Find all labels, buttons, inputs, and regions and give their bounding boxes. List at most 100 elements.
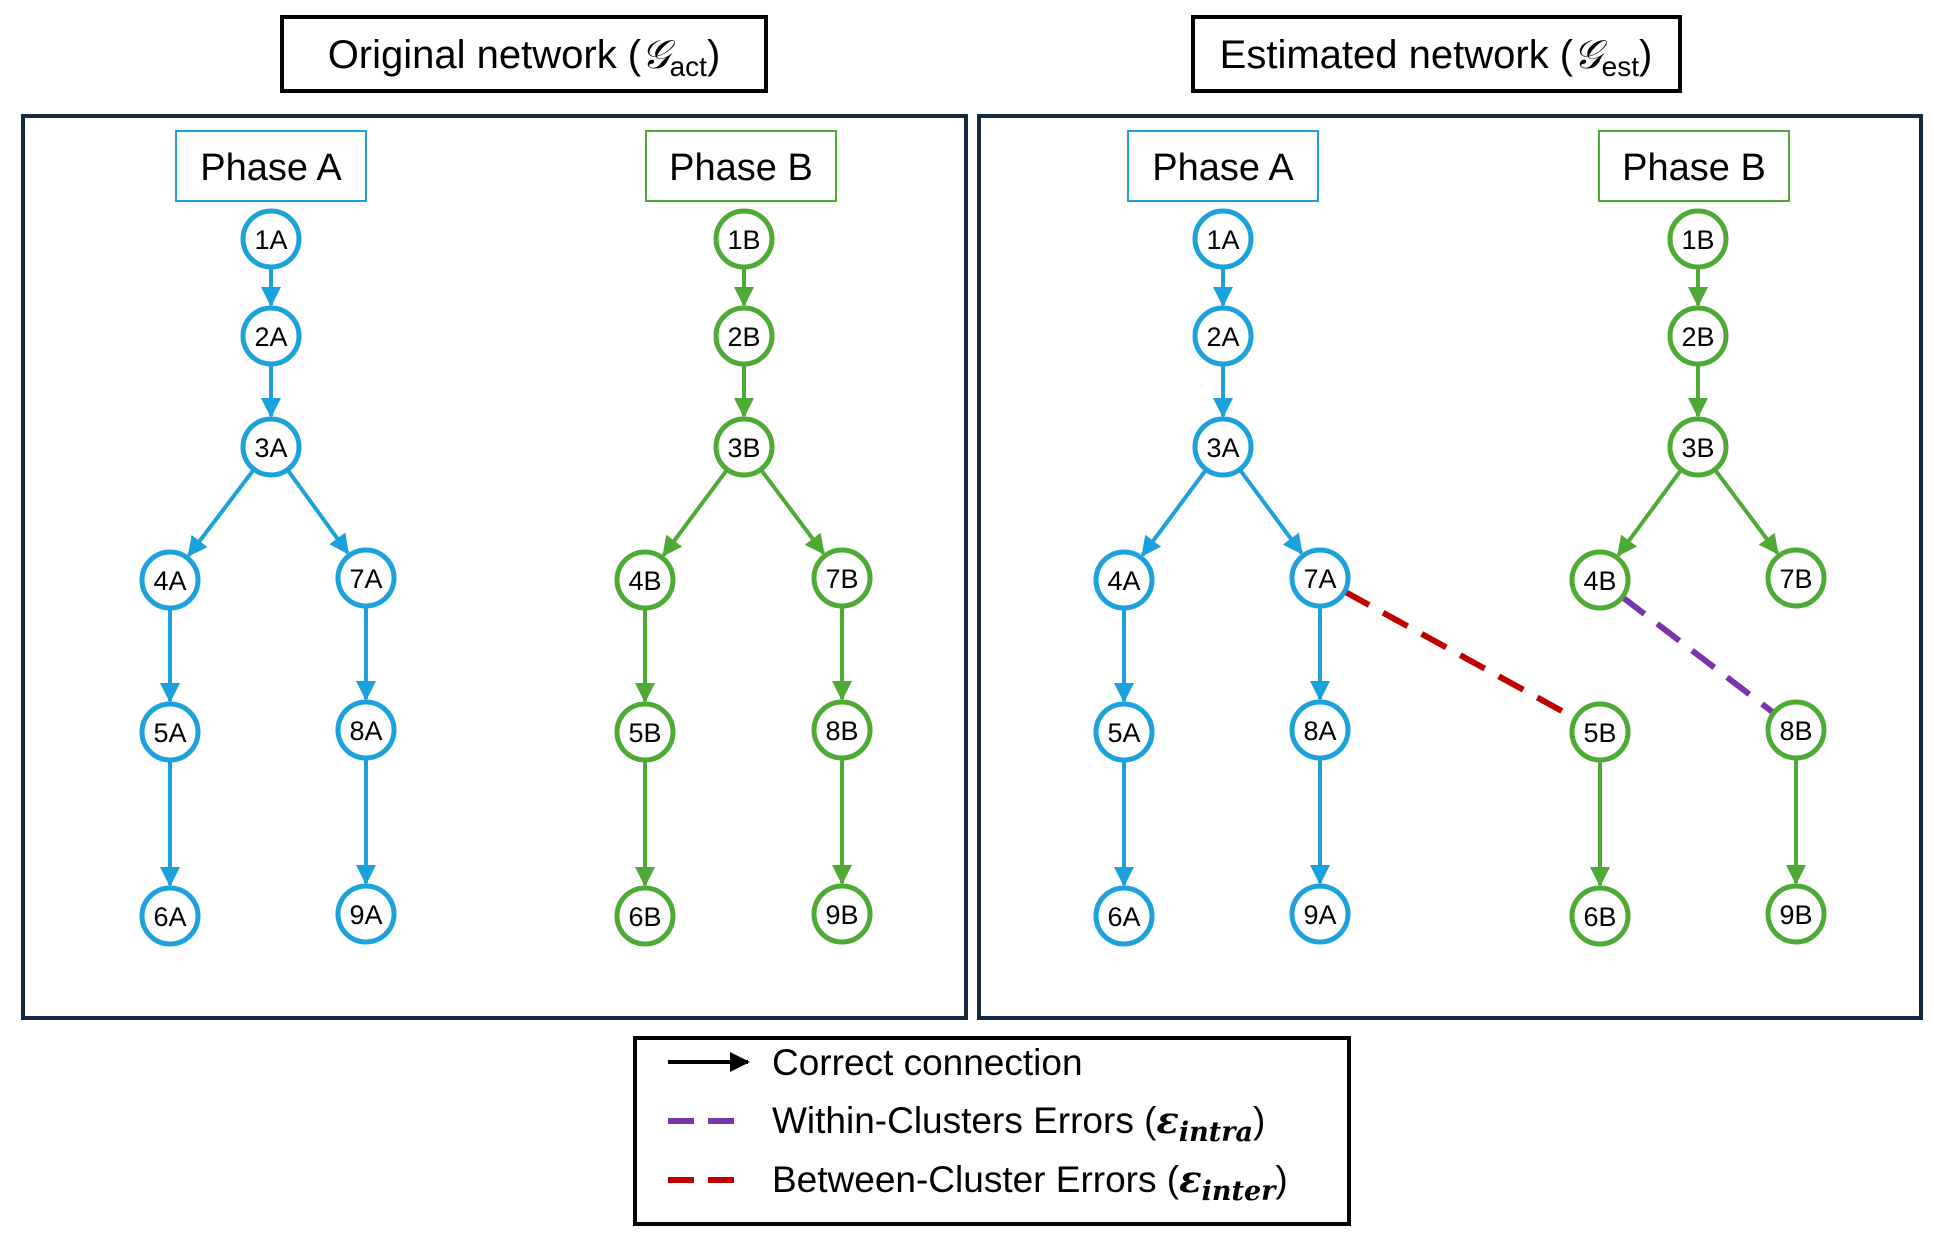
node-circle — [713, 208, 775, 270]
original-node-1b: 1B — [713, 208, 775, 270]
node-circle — [240, 305, 302, 367]
original-edge-3a-to-4a — [187, 469, 255, 557]
node-label: 2B — [1681, 322, 1714, 352]
original-network-edges — [160, 269, 852, 887]
svg-text:Phase B: Phase B — [669, 147, 813, 189]
original-node-3b: 3B — [713, 416, 775, 478]
node-label: 2A — [254, 322, 287, 352]
node-circle — [614, 885, 676, 947]
node-circle — [1667, 416, 1729, 478]
legend-intra-label: Within-Clusters Errors (εintra) — [772, 1098, 1265, 1148]
node-label: 1A — [254, 225, 287, 255]
node-label: 7A — [1303, 564, 1336, 594]
phase-b-label-original: Phase B — [645, 130, 837, 202]
node-label: 3A — [1206, 433, 1239, 463]
node-circle — [1093, 549, 1155, 611]
node-circle — [811, 699, 873, 761]
original-node-4b: 4B — [614, 549, 676, 611]
node-circle — [139, 549, 201, 611]
node-label: 8A — [1303, 716, 1336, 746]
node-circle — [1289, 547, 1351, 609]
original-node-4a: 4A — [139, 549, 201, 611]
node-label: 8A — [349, 716, 382, 746]
phase-a-label-original: Phase A — [175, 130, 367, 202]
original-node-3a: 3A — [240, 416, 302, 478]
estimated-inter-error-edge-7a-5b — [1343, 588, 1577, 722]
estimated-node-5b: 5B — [1569, 701, 1631, 763]
node-circle — [335, 547, 397, 609]
node-circle — [240, 416, 302, 478]
original-edge-3b-to-4b — [661, 469, 728, 557]
node-label: 3A — [254, 433, 287, 463]
estimated-node-1a: 1A — [1192, 208, 1254, 270]
estimated-node-9b: 9B — [1765, 883, 1827, 945]
node-circle — [1192, 305, 1254, 367]
estimated-node-6b: 6B — [1569, 885, 1631, 947]
node-label: 5B — [1583, 718, 1616, 748]
node-circle — [1289, 883, 1351, 945]
estimated-network-panel — [977, 114, 1923, 1020]
estimated-node-2b: 2B — [1667, 305, 1729, 367]
svg-text:Estimated network (𝒢est): Estimated network (𝒢est) — [1220, 32, 1653, 82]
original-node-5b: 5B — [614, 701, 676, 763]
estimated-edge-3a-to-7a — [1239, 469, 1304, 555]
svg-text:Phase A: Phase A — [200, 147, 342, 189]
node-circle — [1569, 701, 1631, 763]
estimated-node-3b: 3B — [1667, 416, 1729, 478]
node-label: 9B — [825, 900, 858, 930]
node-label: 4A — [1107, 566, 1140, 596]
phase-b-label-estimated: Phase B — [1598, 130, 1790, 202]
node-circle — [713, 416, 775, 478]
svg-text:Phase B: Phase B — [1622, 147, 1766, 189]
node-circle — [139, 701, 201, 763]
node-label: 5A — [153, 718, 186, 748]
node-circle — [713, 305, 775, 367]
estimated-network-edges — [1114, 269, 1806, 887]
node-label: 6B — [1583, 902, 1616, 932]
node-label: 8B — [825, 716, 858, 746]
node-circle — [1765, 547, 1827, 609]
estimated-node-4a: 4A — [1093, 549, 1155, 611]
estimated-node-7a: 7A — [1289, 547, 1351, 609]
phase-a-label-estimated: Phase A — [1127, 130, 1319, 202]
node-label: 8B — [1779, 716, 1812, 746]
estimated-edge-3a-to-4a — [1140, 469, 1207, 557]
node-circle — [1289, 699, 1351, 761]
node-label: 2B — [727, 322, 760, 352]
node-label: 1B — [727, 225, 760, 255]
estimated-node-3a: 3A — [1192, 416, 1254, 478]
original-node-8b: 8B — [811, 699, 873, 761]
original-network-title: Original network (𝒢act) — [280, 15, 768, 93]
node-label: 7B — [1779, 564, 1812, 594]
original-node-7b: 7B — [811, 547, 873, 609]
estimated-intra-error-edge-4b-8b — [1620, 594, 1776, 716]
legend: Correct connection Within-Clusters Error… — [633, 1036, 1351, 1226]
legend-correct-label: Correct connection — [772, 1042, 1083, 1083]
node-label: 3B — [1681, 433, 1714, 463]
svg-text:Original network (𝒢act): Original network (𝒢act) — [328, 32, 721, 82]
node-circle — [335, 883, 397, 945]
node-label: 1B — [1681, 225, 1714, 255]
original-node-1a: 1A — [240, 208, 302, 270]
estimated-node-8a: 8A — [1289, 699, 1351, 761]
node-circle — [1569, 549, 1631, 611]
node-label: 5B — [628, 718, 661, 748]
original-edge-3b-to-7b — [760, 469, 826, 555]
node-circle — [614, 549, 676, 611]
node-label: 6A — [1107, 902, 1140, 932]
svg-text:Phase A: Phase A — [1152, 147, 1294, 189]
node-circle — [240, 208, 302, 270]
node-label: 9A — [1303, 900, 1336, 930]
estimated-edge-3b-to-4b — [1616, 469, 1682, 557]
node-circle — [1093, 701, 1155, 763]
original-node-9b: 9B — [811, 883, 873, 945]
node-label: 7B — [825, 564, 858, 594]
node-circle — [1093, 885, 1155, 947]
node-circle — [1667, 208, 1729, 270]
estimated-node-5a: 5A — [1093, 701, 1155, 763]
node-circle — [335, 699, 397, 761]
node-circle — [139, 885, 201, 947]
